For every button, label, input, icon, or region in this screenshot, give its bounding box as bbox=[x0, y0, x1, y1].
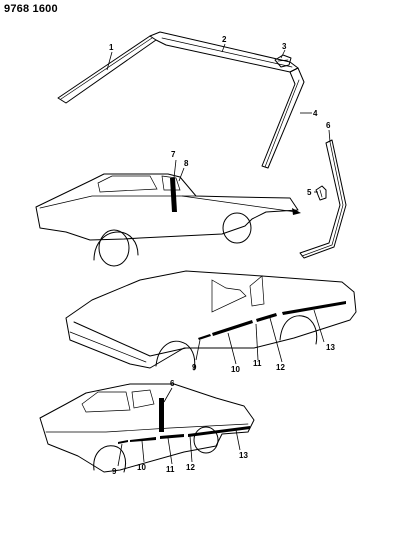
callout-7: 7 bbox=[171, 150, 176, 159]
callout-numbers: 1 2 3 4 6 5 7 8 9 10 11 12 13 6 9 10 11 … bbox=[109, 35, 335, 476]
callout-middle-10: 10 bbox=[231, 365, 240, 374]
callout-lower-9: 9 bbox=[112, 467, 117, 476]
callout-6: 6 bbox=[326, 121, 331, 130]
molding-part-6 bbox=[299, 139, 347, 259]
callout-5: 5 bbox=[307, 188, 312, 197]
callout-1: 1 bbox=[109, 43, 114, 52]
callout-3: 3 bbox=[282, 42, 287, 51]
callout-4: 4 bbox=[313, 109, 318, 118]
car-lower bbox=[39, 383, 255, 473]
callout-middle-13: 13 bbox=[326, 343, 335, 352]
car-upper bbox=[35, 173, 301, 267]
callout-lower-10: 10 bbox=[137, 463, 146, 472]
arrow-icon bbox=[292, 208, 301, 215]
diagram-code: 9768 1600 bbox=[4, 3, 58, 15]
leader-lines bbox=[106, 43, 331, 467]
callout-middle-9: 9 bbox=[192, 363, 197, 372]
callout-2: 2 bbox=[222, 35, 227, 44]
callout-lower-11: 11 bbox=[166, 465, 175, 474]
callout-lower-6: 6 bbox=[170, 379, 175, 388]
car-middle bbox=[65, 270, 357, 371]
callout-lower-12: 12 bbox=[186, 463, 195, 472]
callout-lower-13: 13 bbox=[239, 451, 248, 460]
callout-middle-11: 11 bbox=[253, 359, 262, 368]
callout-8: 8 bbox=[184, 159, 189, 168]
molding-part-4 bbox=[261, 67, 305, 169]
callout-middle-12: 12 bbox=[276, 363, 285, 372]
molding-part-5-clip bbox=[315, 185, 327, 201]
